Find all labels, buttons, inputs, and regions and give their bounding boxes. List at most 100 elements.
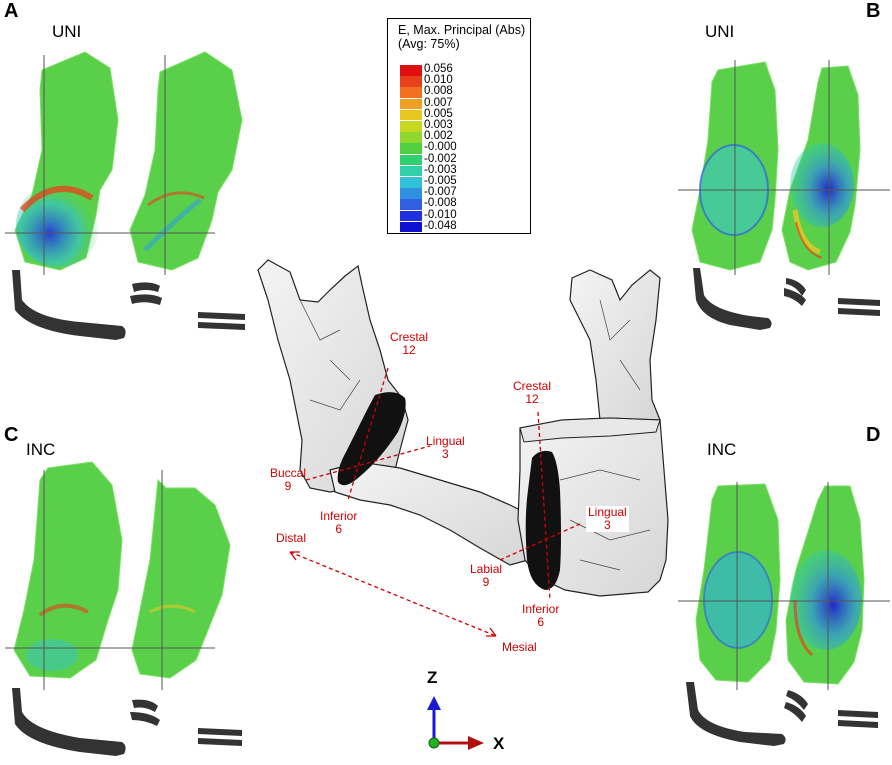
z-axis-label: Z	[427, 668, 438, 687]
stress-cold-d-right	[790, 550, 862, 650]
panel-letter-b: B	[866, 0, 881, 22]
label-right-lingual: Lingual 3	[586, 506, 629, 532]
mesh-lines	[299, 299, 651, 571]
left-vertical-axis	[347, 367, 389, 501]
panel-d-sections	[678, 482, 890, 746]
panel-letter-c: C	[4, 424, 19, 446]
implant-a-top	[198, 312, 245, 330]
legend-swatch	[400, 87, 422, 98]
legend-title-line2: (Avg: 75%)	[398, 37, 460, 51]
panel-a-sections	[5, 51, 245, 340]
legend-value: 0.010	[424, 74, 453, 87]
legend-value: -0.010	[424, 208, 457, 221]
mandible-right-ramus	[569, 269, 661, 426]
label-right-labial: Labial 9	[470, 563, 502, 589]
legend-value: -0.008	[424, 197, 457, 210]
implant-b-top	[838, 298, 880, 316]
label-right-labial-value: 9	[482, 575, 490, 589]
distal-mesial-axis	[289, 551, 497, 637]
legend-value: -0.048	[424, 219, 457, 232]
legend-value: 0.002	[424, 130, 453, 143]
label-right-inferior-name: Inferior	[522, 602, 560, 616]
legend-value: -0.000	[424, 141, 457, 154]
bone-section-c-left	[13, 461, 123, 679]
legend-value: 0.056	[424, 63, 453, 75]
graft-left	[337, 392, 406, 486]
label-left-lingual-name: Lingual	[426, 434, 465, 448]
implant-b-front	[784, 278, 806, 306]
stress-hot-b-right	[792, 209, 822, 255]
panel-title-b: UNI	[705, 22, 735, 41]
legend-swatch	[400, 76, 422, 87]
label-left-crestal-name: Crestal	[390, 330, 429, 344]
legend-swatch	[400, 132, 422, 143]
y-axis-origin	[428, 737, 440, 749]
left-horizontal-axis	[305, 445, 431, 481]
legend-swatch	[400, 65, 422, 76]
stress-cold-a-right	[143, 198, 202, 252]
legend-value: 0.005	[424, 107, 453, 120]
implant-c-top	[198, 728, 242, 746]
label-right-lingual-name: Lingual	[588, 505, 627, 519]
legend-swatch	[400, 199, 422, 210]
label-right-lingual-value: 3	[604, 518, 611, 532]
label-left-lingual: Lingual 3	[426, 435, 465, 461]
stress-cold-d-left	[704, 552, 772, 648]
panel-title-d: INC	[707, 440, 737, 459]
colorbar-legend: E, Max. Principal (Abs) (Avg: 75%) 0.056…	[387, 18, 531, 234]
legend-swatch	[400, 143, 422, 154]
label-left-inferior-value: 6	[335, 522, 343, 536]
legend-swatch	[400, 109, 422, 121]
label-right-crestal-name: Crestal	[513, 379, 552, 393]
label-left-inferior-name: Inferior	[320, 509, 358, 523]
implant-d-top	[838, 710, 878, 728]
panel-title-a: UNI	[52, 22, 82, 41]
label-left-buccal-value: 9	[284, 479, 292, 493]
panel-b-sections	[678, 60, 890, 330]
stress-hot-c-right	[149, 604, 196, 614]
stress-hot-a-right	[147, 191, 205, 207]
mandible-cut-surface	[519, 417, 661, 443]
bone-section-a-right	[129, 51, 243, 271]
stress-hot-d-right	[793, 599, 814, 657]
legend-swatch	[400, 98, 422, 110]
mandible-body	[329, 461, 531, 566]
legend-value: -0.002	[424, 152, 457, 165]
label-left-lingual-value: 3	[442, 447, 449, 461]
legend-swatch	[400, 221, 422, 233]
label-left-inferior: Inferior 6	[320, 510, 357, 536]
label-left-buccal-name: Buccal	[270, 466, 307, 480]
implant-a-front	[130, 282, 162, 305]
stress-cold-a-left	[16, 183, 100, 267]
label-distal: Distal	[276, 531, 307, 545]
x-axis-label: X	[493, 734, 505, 753]
coordinate-triad	[427, 696, 484, 750]
legend-title: E, Max. Principal (Abs) (Avg: 75%)	[398, 23, 525, 51]
z-axis-arrowhead	[427, 696, 441, 710]
label-left-buccal: Buccal 9	[270, 467, 306, 493]
legend-swatch	[400, 165, 422, 177]
panel-title-c: INC	[26, 440, 56, 459]
mesial-arrowhead	[486, 627, 497, 637]
label-mesial: Mesial	[502, 640, 537, 654]
implant-a-profile	[12, 270, 126, 340]
stress-cold-c-left	[26, 639, 78, 671]
legend-swatch	[400, 177, 422, 188]
legend-value: -0.003	[424, 163, 457, 176]
distal-arrowhead	[289, 551, 300, 561]
legend-swatch	[400, 210, 422, 222]
label-right-crestal: Crestal 12	[513, 380, 551, 406]
implant-d-front	[784, 690, 808, 722]
panel-letter-d: D	[866, 424, 881, 446]
legend-value: 0.007	[424, 96, 453, 109]
stress-rim-d-left	[703, 551, 773, 649]
stress-hot-b-right-rim	[795, 221, 823, 259]
legend-swatch	[400, 154, 422, 166]
label-left-crestal-value: 12	[402, 343, 416, 357]
stress-cold-b-right	[790, 143, 854, 227]
implant-c-profile	[12, 688, 126, 756]
graft-right	[525, 450, 561, 590]
legend-value: -0.007	[424, 186, 457, 199]
right-horizontal-axis	[499, 523, 581, 561]
